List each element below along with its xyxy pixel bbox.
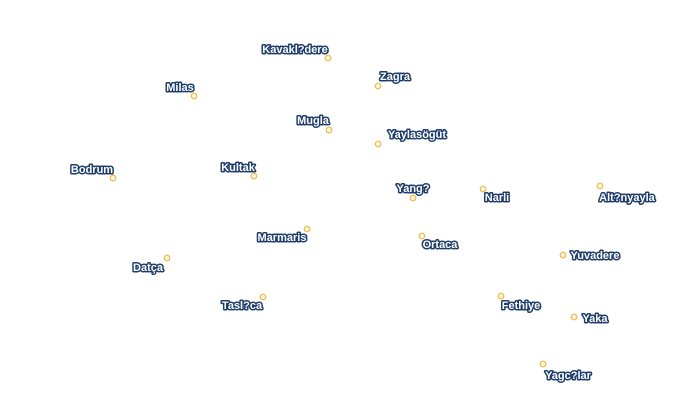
place-marker-marmaris[interactable] (303, 225, 311, 233)
place-label-yang: Yang? (396, 183, 429, 195)
place-label-ortaca: Ortaca (423, 239, 459, 251)
place-marker-mugla[interactable] (325, 126, 333, 134)
place-label-dat-a: Datça (133, 262, 164, 274)
place-label-yagc-lar: Yagc?lar (545, 370, 592, 382)
place-marker-yang[interactable] (409, 194, 417, 202)
place-label-yaka: Yaka (582, 313, 608, 325)
place-marker-yaka[interactable] (570, 313, 578, 321)
place-marker-kultak[interactable] (250, 172, 258, 180)
place-marker-yuvadere[interactable] (559, 251, 567, 259)
place-marker-yagc-lar[interactable] (539, 360, 547, 368)
place-marker-kavakl-dere[interactable] (324, 54, 332, 62)
place-marker-ortaca[interactable] (418, 232, 426, 240)
place-label-narli: Narli (485, 192, 509, 204)
place-marker-tasl-ca[interactable] (259, 293, 267, 301)
place-marker-milas[interactable] (190, 92, 198, 100)
place-label-kultak: Kultak (221, 162, 256, 174)
place-label-alt-nyayla: Alt?nyayla (599, 192, 656, 204)
place-label-yaylas-g-t: Yaylasögüt (388, 129, 446, 141)
place-label-milas: Milas (166, 82, 194, 94)
place-marker-narli[interactable] (479, 185, 487, 193)
place-label-mugla: Mugla (297, 115, 330, 127)
place-marker-dat-a[interactable] (163, 254, 171, 262)
place-marker-yaylas-g-t[interactable] (374, 140, 382, 148)
place-label-fethiye: Fethiye (502, 300, 541, 312)
place-label-marmaris: Marmaris (258, 232, 307, 244)
place-label-kavakl-dere: Kavakl?dere (262, 44, 327, 56)
place-label-yuvadere: Yuvadere (571, 250, 620, 262)
place-label-tasl-ca: Tasl?ca (222, 300, 263, 312)
place-marker-zagra[interactable] (374, 82, 382, 90)
place-marker-fethiye[interactable] (497, 292, 505, 300)
place-label-zagra: Zagra (380, 71, 411, 83)
place-marker-bodrum[interactable] (109, 174, 117, 182)
place-label-bodrum: Bodrum (71, 164, 113, 176)
place-marker-alt-nyayla[interactable] (596, 182, 604, 190)
